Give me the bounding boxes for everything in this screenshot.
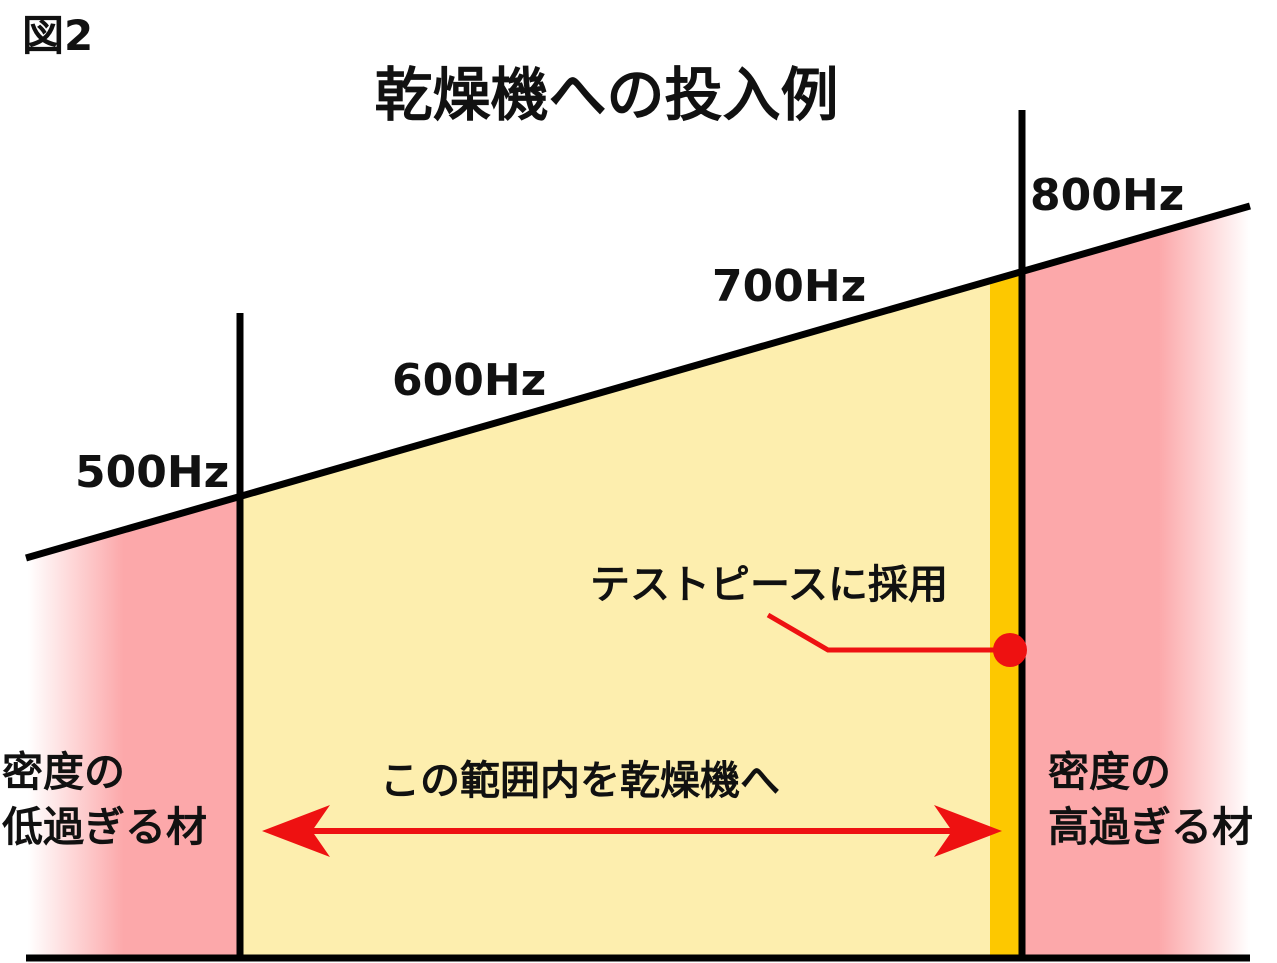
- test-piece-label: テストピースに採用: [590, 562, 948, 608]
- freq-label-700: 700Hz: [712, 261, 867, 312]
- freq-label-800: 800Hz: [1030, 170, 1185, 221]
- accepted-region: [240, 270, 1022, 958]
- high-density-region: [1022, 206, 1250, 958]
- frequency-line: [25, 202, 1251, 562]
- low-density-line1: 密度の: [2, 748, 125, 796]
- test-piece-marker: [993, 633, 1027, 667]
- range-arrow-left-head: [262, 805, 330, 857]
- test-piece-leader: [766, 612, 1010, 653]
- diagram-title-text: 乾燥機への投入例: [374, 61, 839, 129]
- low-density-region: [28, 497, 240, 958]
- test-piece-band: [990, 270, 1022, 958]
- freq-label-600: 600Hz: [392, 355, 547, 406]
- low-density-line2: 低過ぎる材: [2, 803, 207, 851]
- freq-label-500: 500Hz: [75, 447, 230, 498]
- low-density-label: 密度の 低過ぎる材: [2, 745, 207, 855]
- diagram-title: 乾燥機への投入例: [0, 48, 1277, 132]
- high-density-label: 密度の 高過ぎる材: [1048, 745, 1253, 855]
- high-density-line1: 密度の: [1048, 748, 1171, 796]
- range-arrow-right-head: [934, 805, 1002, 857]
- figure-label: 図2: [22, 11, 94, 60]
- high-density-line2: 高過ぎる材: [1048, 803, 1253, 851]
- range-label: この範囲内を乾燥機へ: [380, 758, 780, 804]
